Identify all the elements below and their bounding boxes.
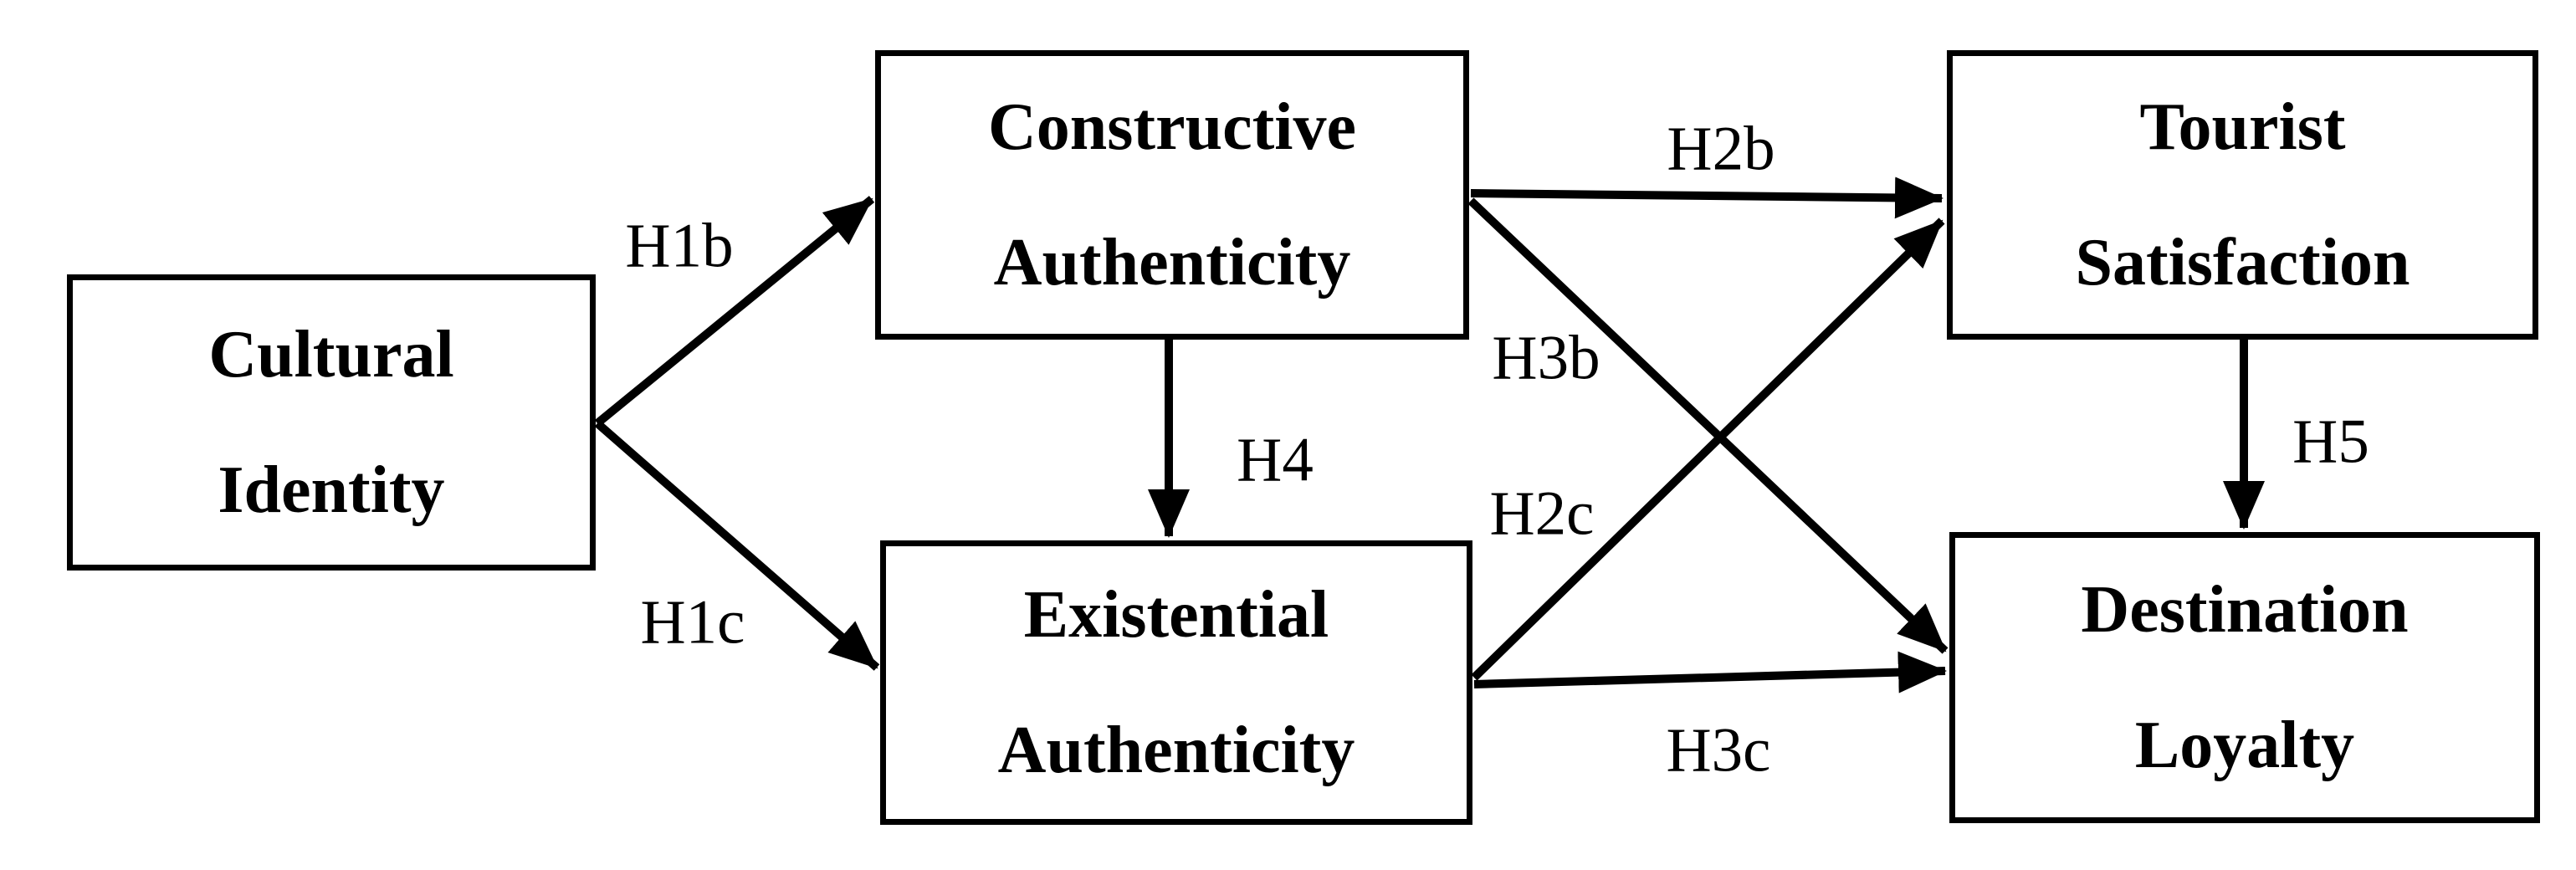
edge-label-h5: H5 [2292, 407, 2369, 477]
edge-label-h1b: H1b [625, 211, 734, 281]
node-label-line: Constructive [988, 90, 1356, 164]
node-label-line: Authenticity [993, 226, 1351, 299]
edge-label-h2b: H2b [1667, 114, 1775, 184]
node-label-line: Loyalty [2134, 709, 2355, 782]
node-label-line: Tourist [2139, 90, 2346, 164]
node-label-line: Identity [218, 453, 445, 527]
arrow-h1c [594, 420, 880, 671]
edge-label-h1c: H1c [640, 587, 745, 658]
node-label-line: Destination [2081, 573, 2409, 647]
edge-label-h4: H4 [1237, 425, 1314, 495]
node-label-line: Authenticity [997, 714, 1355, 787]
arrow-h2b [1470, 177, 1944, 219]
node-label-line: Existential [1023, 578, 1329, 652]
arrow-h1b [594, 196, 875, 427]
node-label-line: Cultural [208, 318, 454, 392]
edge-label-h2c: H2c [1489, 478, 1595, 549]
diagram-edges [594, 177, 2265, 693]
arrow-h3b [1471, 218, 1945, 681]
arrow-h2c [1467, 197, 1949, 654]
arrow-h3c [1473, 651, 1947, 693]
edge-label-h3c: H3c [1666, 715, 1771, 786]
edge-label-h3b: H3b [1492, 323, 1600, 393]
node-label-line: Satisfaction [2075, 226, 2410, 299]
